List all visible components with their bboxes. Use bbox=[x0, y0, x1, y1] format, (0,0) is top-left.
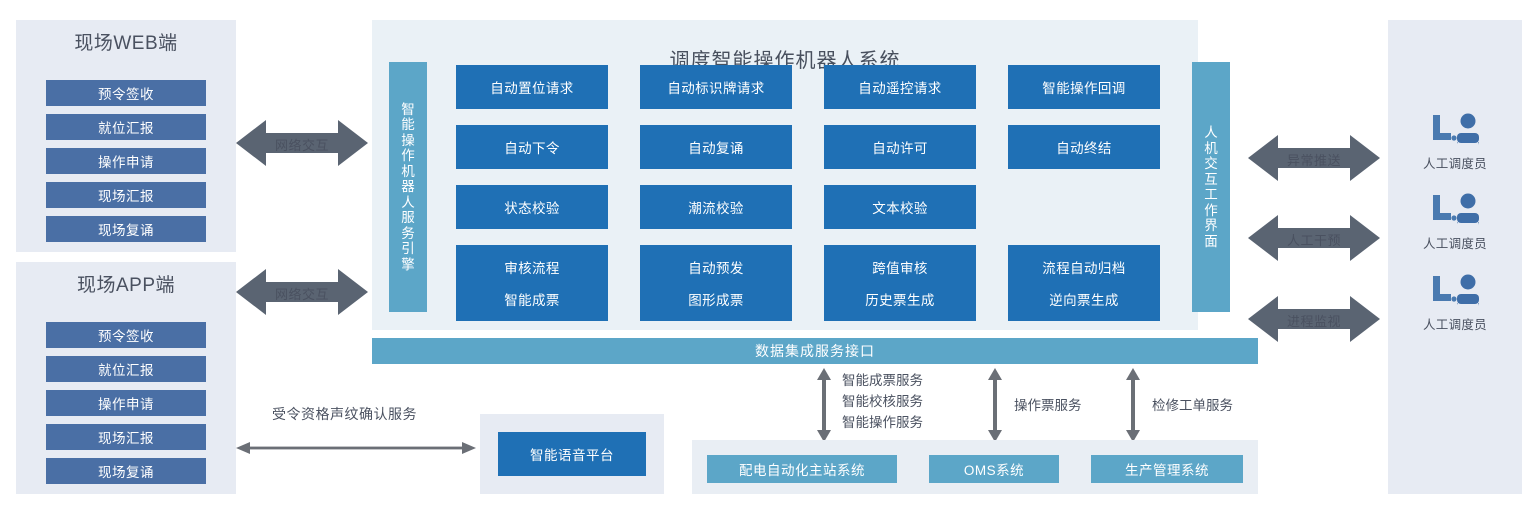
service-label-1-line-1: 智能校核服务 bbox=[842, 394, 923, 409]
vertical-double-arrow-icon bbox=[817, 368, 831, 442]
client-item-app-0[interactable]: 预令签收 bbox=[46, 322, 206, 348]
external-system-2[interactable]: 生产管理系统 bbox=[1091, 455, 1243, 483]
hmi-vertical-bar-label: 人机交互工作界面 bbox=[1204, 125, 1218, 249]
client-panel-app-title: 现场APP端 bbox=[76, 275, 176, 296]
hmi-vertical-bar: 人机交互工作界面 bbox=[1192, 62, 1230, 312]
client-item-app-1[interactable]: 就位汇报 bbox=[46, 356, 206, 382]
capability-cell-0-3[interactable]: 智能操作回调 bbox=[1008, 65, 1160, 109]
client-panel-app: 现场APP端 预令签收 就位汇报 操作申请 现场汇报 现场复诵 bbox=[16, 262, 236, 494]
voiceprint-arrow bbox=[236, 440, 476, 456]
capability-cell-4-3[interactable]: 逆向票生成 bbox=[1008, 277, 1160, 321]
capability-cell-1-1[interactable]: 自动复诵 bbox=[640, 125, 792, 169]
main-system-panel: 调度智能操作机器人系统 智能操作机器人服务引擎 自动置位请求 自动标识牌请求 自… bbox=[372, 20, 1230, 330]
capability-cell-0-1[interactable]: 自动标识牌请求 bbox=[640, 65, 792, 109]
client-panel-web-title: 现场WEB端 bbox=[74, 33, 178, 54]
client-item-web-4[interactable]: 现场复诵 bbox=[46, 216, 206, 242]
double-arrow-line-icon bbox=[236, 442, 476, 454]
capability-cell-4-1[interactable]: 图形成票 bbox=[640, 277, 792, 321]
client-item-app-3[interactable]: 现场汇报 bbox=[46, 424, 206, 450]
capability-cell-2-1[interactable]: 潮流校验 bbox=[640, 185, 792, 229]
network-arrow-app: 网络交互 bbox=[236, 263, 368, 321]
service-arrow-3 bbox=[1124, 368, 1142, 442]
data-integration-bar-label: 数据集成服务接口 bbox=[755, 343, 875, 359]
capability-cell-0-0[interactable]: 自动置位请求 bbox=[456, 65, 608, 109]
operator-arrow-monitoring: 进程监视 bbox=[1248, 290, 1380, 348]
double-arrow-icon bbox=[1248, 135, 1380, 181]
engine-vertical-bar-label: 智能操作机器人服务引擎 bbox=[401, 101, 415, 272]
client-item-app-2[interactable]: 操作申请 bbox=[46, 390, 206, 416]
operator-console-icon bbox=[1433, 193, 1479, 225]
service-label-1-line-2: 智能操作服务 bbox=[842, 415, 923, 430]
operators-panel: 人工调度员 人工调度员 人工调度员 bbox=[1388, 20, 1522, 494]
capability-cell-1-3[interactable]: 自动终结 bbox=[1008, 125, 1160, 169]
vertical-double-arrow-icon bbox=[988, 368, 1002, 442]
service-label-3: 检修工单服务 bbox=[1152, 398, 1233, 413]
double-arrow-icon bbox=[236, 120, 368, 166]
operator-0: 人工调度员 bbox=[1388, 108, 1522, 174]
double-arrow-icon bbox=[1248, 296, 1380, 342]
operator-1-label: 人工调度员 bbox=[1422, 236, 1487, 251]
operator-2-label: 人工调度员 bbox=[1422, 317, 1487, 332]
capability-cell-2-2[interactable]: 文本校验 bbox=[824, 185, 976, 229]
vertical-double-arrow-icon bbox=[1126, 368, 1140, 442]
client-panel-web: 现场WEB端 预令签收 就位汇报 操作申请 现场汇报 现场复诵 bbox=[16, 20, 236, 252]
data-integration-bar: 数据集成服务接口 bbox=[372, 338, 1258, 364]
voice-platform-panel: 智能语音平台 bbox=[480, 414, 664, 494]
external-system-1[interactable]: OMS系统 bbox=[929, 455, 1059, 483]
service-label-1-line-0: 智能成票服务 bbox=[842, 373, 923, 388]
voice-platform-box[interactable]: 智能语音平台 bbox=[498, 432, 646, 476]
operator-2: 人工调度员 bbox=[1388, 269, 1522, 335]
double-arrow-icon bbox=[1248, 215, 1380, 261]
operator-console-icon bbox=[1433, 113, 1479, 145]
external-system-0[interactable]: 配电自动化主站系统 bbox=[707, 455, 897, 483]
operator-1: 人工调度员 bbox=[1388, 188, 1522, 254]
operator-arrow-intervention: 人工干预 bbox=[1248, 209, 1380, 267]
operator-arrow-abnormal: 异常推送 bbox=[1248, 129, 1380, 187]
operator-0-label: 人工调度员 bbox=[1422, 156, 1487, 171]
capability-cell-4-0[interactable]: 智能成票 bbox=[456, 277, 608, 321]
client-item-app-4[interactable]: 现场复诵 bbox=[46, 458, 206, 484]
capability-cell-2-0[interactable]: 状态校验 bbox=[456, 185, 608, 229]
capability-cell-1-2[interactable]: 自动许可 bbox=[824, 125, 976, 169]
service-arrow-1 bbox=[815, 368, 833, 442]
service-label-1: 智能成票服务 智能校核服务 智能操作服务 bbox=[842, 370, 923, 433]
client-item-web-0[interactable]: 预令签收 bbox=[46, 80, 206, 106]
operator-console-icon bbox=[1433, 274, 1479, 306]
client-item-web-1[interactable]: 就位汇报 bbox=[46, 114, 206, 140]
double-arrow-icon bbox=[236, 269, 368, 315]
service-arrow-2 bbox=[986, 368, 1004, 442]
client-item-web-3[interactable]: 现场汇报 bbox=[46, 182, 206, 208]
voiceprint-arrow-label: 受令资格声纹确认服务 bbox=[272, 406, 417, 422]
capability-cell-0-2[interactable]: 自动遥控请求 bbox=[824, 65, 976, 109]
network-arrow-web: 网络交互 bbox=[236, 114, 368, 172]
capability-cell-4-2[interactable]: 历史票生成 bbox=[824, 277, 976, 321]
engine-vertical-bar: 智能操作机器人服务引擎 bbox=[389, 62, 427, 312]
external-systems-panel: 配电自动化主站系统 OMS系统 生产管理系统 bbox=[692, 440, 1258, 494]
client-item-web-2[interactable]: 操作申请 bbox=[46, 148, 206, 174]
capability-cell-1-0[interactable]: 自动下令 bbox=[456, 125, 608, 169]
service-label-2: 操作票服务 bbox=[1014, 398, 1082, 413]
